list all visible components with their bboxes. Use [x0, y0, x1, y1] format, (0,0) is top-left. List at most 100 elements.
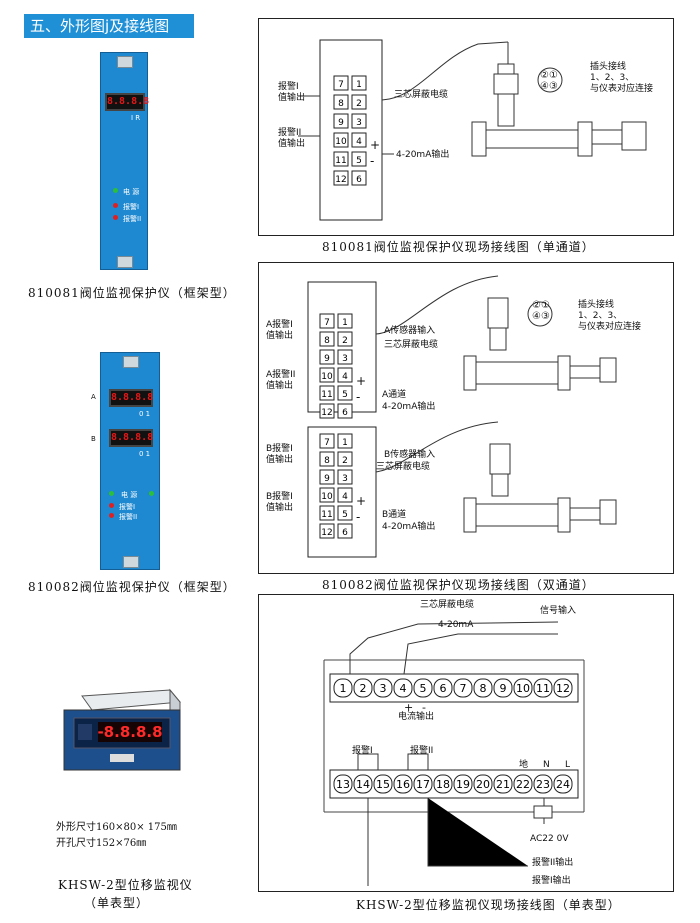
d2-b-sensor: B传感器输入: [384, 450, 436, 460]
power-label: 电 源: [123, 188, 140, 196]
display-b-sub: 0 1: [139, 450, 151, 458]
terminal-number: 23: [536, 778, 550, 791]
terminal-box: [473, 678, 493, 698]
terminal-number: 11: [321, 510, 332, 520]
alarm2-led: [109, 513, 114, 518]
display-a-sub: 0 1: [139, 410, 151, 418]
terminal-number: 3: [342, 474, 348, 484]
terminal-number: 6: [440, 682, 447, 695]
terminal-box: [319, 367, 335, 383]
terminal-box: [337, 313, 353, 329]
d1-plug-line2: 1、2、3、: [590, 73, 635, 83]
caption-810081: 810081阀位监视保护仪（框架型）: [28, 286, 236, 300]
d2-b-output: 4-20mA输出: [382, 522, 436, 532]
terminal-box: [337, 385, 353, 401]
terminal-number: 12: [321, 528, 332, 538]
caption-khsw-2: （单表型）: [84, 896, 150, 910]
terminal-number: 21: [496, 778, 510, 791]
terminal-number: 3: [380, 682, 387, 695]
caption-810082: 810082阀位监视保护仪（框架型）: [28, 580, 236, 594]
terminal-number: 2: [342, 336, 348, 346]
terminal-box: [333, 75, 349, 91]
terminal-box: [351, 170, 367, 186]
alarm1-led: [109, 503, 114, 508]
terminal-number: 12: [556, 682, 570, 695]
terminal-box: [433, 678, 453, 698]
terminal-box: [351, 75, 367, 91]
d2-b-plus: +: [356, 494, 367, 508]
terminal-number: 7: [324, 318, 330, 328]
d3-plus: +: [404, 701, 414, 714]
mount-tab: [117, 256, 133, 268]
d2-b-cable: 三芯屏蔽电缆: [376, 462, 431, 472]
terminal-number: 6: [342, 408, 348, 418]
terminal-box: [351, 113, 367, 129]
terminal-number: 2: [342, 456, 348, 466]
terminal-number: 9: [500, 682, 507, 695]
terminal-box: [433, 774, 453, 794]
diagram1-frame: [258, 18, 674, 236]
terminal-box: [513, 678, 533, 698]
terminal-box: [337, 451, 353, 467]
terminal-number: 11: [321, 390, 332, 400]
power-label: 电 源: [121, 491, 138, 499]
terminal-number: 7: [338, 80, 344, 90]
d2-a-minus: -: [356, 390, 361, 404]
terminal-number: 3: [342, 354, 348, 364]
terminal-box: [337, 487, 353, 503]
d2-a-channel: A通道: [382, 390, 407, 400]
d3-signal: 信号输入: [540, 606, 577, 616]
terminal-number: 3: [356, 118, 362, 128]
led-display-a: 8.8.8.8: [109, 389, 153, 407]
terminal-box: [493, 678, 513, 698]
d3-minus: -: [422, 701, 426, 714]
channel-b-mark: B: [91, 435, 96, 443]
diagram2-frame: [258, 262, 674, 574]
terminal-number: 7: [460, 682, 467, 695]
terminal-box: [337, 523, 353, 539]
terminal-number: 1: [342, 318, 348, 328]
terminal-box: [333, 170, 349, 186]
d2-plug-title: 插头接线: [578, 300, 615, 310]
terminal-box: [353, 774, 373, 794]
d3-current-out: 电流输出: [398, 712, 435, 722]
terminal-box: [337, 403, 353, 419]
terminal-number: 11: [536, 682, 550, 695]
terminal-box: [333, 94, 349, 110]
terminal-number: 6: [342, 528, 348, 538]
terminal-number: 19: [456, 778, 470, 791]
terminal-box: [493, 774, 513, 794]
terminal-number: 2: [356, 99, 362, 109]
terminal-box: [533, 678, 553, 698]
alarm2-led: [113, 215, 118, 220]
caption-khsw-1: KHSW-2型位移监视仪: [58, 878, 193, 892]
d2-plug-line2: 1、2、3、: [578, 311, 623, 321]
terminal-number: 4: [356, 137, 362, 147]
terminal-box: [453, 774, 473, 794]
terminal-box: [333, 678, 353, 698]
d3-earth: 地: [519, 760, 529, 770]
terminal-box: [473, 774, 493, 794]
terminal-number: 12: [321, 408, 332, 418]
terminal-number: 8: [324, 456, 330, 466]
display-sub-label: I R: [131, 114, 141, 122]
terminal-number: 10: [321, 372, 333, 382]
terminal-number: 24: [556, 778, 570, 791]
d2-b-alarm2: B报警I 值输出: [266, 492, 294, 513]
d2-a-alarm1: A报警I 值输出: [266, 320, 294, 341]
alarm1-label: 报警I: [119, 503, 136, 511]
channel-a-mark: A: [91, 393, 96, 401]
terminal-box: [373, 774, 393, 794]
power-led-a: [109, 491, 114, 496]
terminal-number: 4: [400, 682, 407, 695]
terminal-box: [333, 151, 349, 167]
d2-a-output: 4-20mA输出: [382, 402, 436, 412]
terminal-number: 1: [356, 80, 362, 90]
terminal-box: [333, 774, 353, 794]
d3-alarm1: 报警I: [352, 746, 373, 756]
terminal-box: [351, 94, 367, 110]
terminal-number: 1: [342, 438, 348, 448]
terminal-number: 17: [416, 778, 430, 791]
terminal-number: 2: [360, 682, 367, 695]
d2-caption: 810082阀位监视保护仪现场接线图（双通道）: [322, 578, 595, 592]
